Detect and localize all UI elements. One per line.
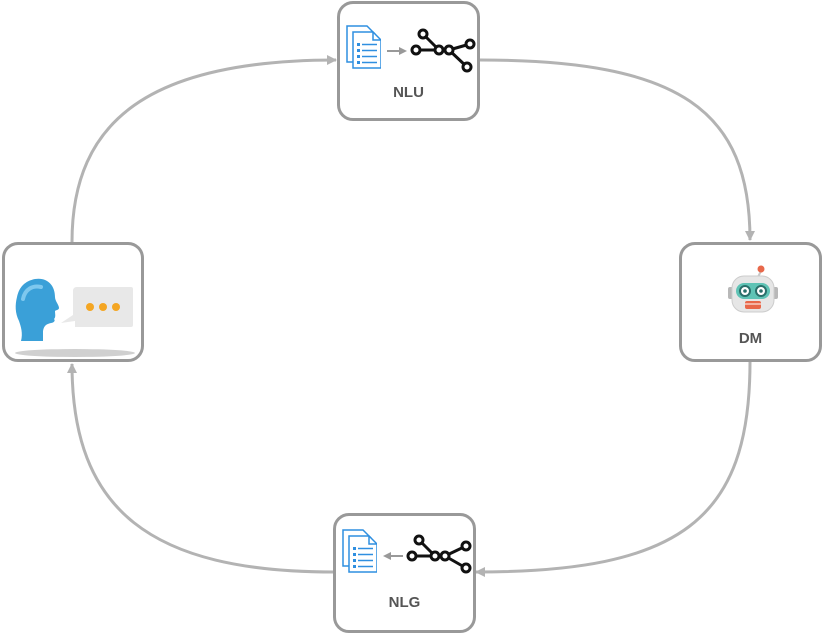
user-node	[2, 242, 144, 362]
nlu-node: NLU	[337, 1, 480, 121]
document-icon	[342, 529, 377, 573]
tree-graph-icon	[406, 534, 472, 574]
dm-node: DM	[679, 242, 822, 362]
dm-label: DM	[738, 330, 763, 347]
speech-bubble-icon	[61, 287, 133, 327]
tree-graph-icon	[410, 28, 476, 73]
document-icon	[346, 25, 381, 69]
connector-nlg-to-user	[67, 363, 335, 574]
connector-dm-to-nlg	[475, 361, 752, 577]
connector-nlu-to-dm	[479, 58, 755, 241]
nlu-label: NLU	[393, 84, 424, 101]
shadow-decoration	[15, 349, 135, 357]
connector-user-to-nlu	[70, 55, 337, 243]
arrow-right-icon	[387, 47, 407, 55]
arrow-left-icon	[383, 552, 403, 560]
speaking-head-icon	[15, 278, 60, 341]
robot-icon	[728, 265, 778, 313]
nlg-node: NLG	[333, 513, 476, 633]
nlg-label: NLG	[388, 594, 421, 611]
